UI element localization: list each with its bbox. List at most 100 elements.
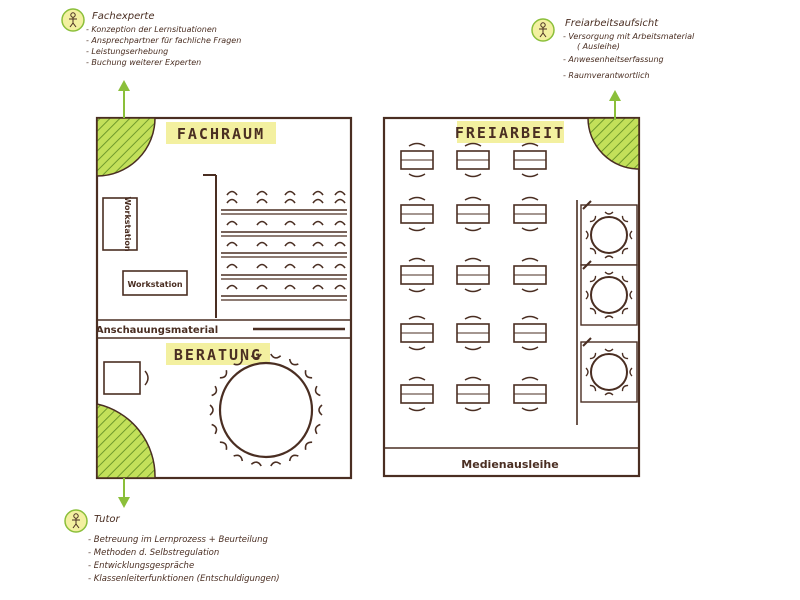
chair: [464, 407, 482, 412]
svg-text:- Leistungserhebung: - Leistungserhebung: [86, 47, 168, 56]
fachraum-title-bg: [166, 122, 276, 144]
chair: [256, 263, 268, 269]
svg-text:- Klassenleiterfunktionen (Ent: - Klassenleiterfunktionen (Entschuldigun…: [88, 574, 280, 584]
chair: [585, 290, 589, 300]
chair: [211, 385, 218, 397]
chair: [464, 376, 482, 381]
side-round-tables: [580, 200, 638, 403]
role-title: Tutor: [94, 514, 120, 525]
hatched-corner: [96, 117, 156, 177]
freiarbeit-title-bg: [457, 121, 564, 143]
role-tutor: Tutor - Betreuung im Lernprozess + Beurt…: [64, 509, 280, 584]
person-icon: [64, 509, 88, 533]
chair: [585, 367, 589, 377]
desk: [513, 376, 547, 412]
chair: [226, 284, 238, 290]
role-title: Freiarbeitsaufsicht: [565, 18, 659, 29]
chair: [629, 367, 633, 377]
chair: [621, 352, 629, 360]
chair: [464, 288, 482, 293]
chair: [585, 230, 589, 240]
chair: [250, 461, 262, 467]
chair: [226, 190, 238, 196]
chair: [408, 257, 426, 262]
svg-text:- Konzeption der Lernsituation: - Konzeption der Lernsituationen: [86, 25, 217, 34]
chair: [226, 241, 238, 247]
desk: [456, 257, 490, 293]
chair: [233, 358, 244, 366]
chair: [250, 353, 262, 359]
chair: [604, 392, 614, 396]
beratung-title: BERATUNG: [174, 346, 262, 364]
chair: [621, 275, 629, 283]
svg-text:( Ausleihe): ( Ausleihe): [577, 42, 620, 51]
chair: [408, 288, 426, 293]
chair: [589, 352, 597, 360]
chair: [464, 142, 482, 147]
chair: [312, 284, 324, 290]
chair: [589, 215, 597, 223]
chair: [226, 220, 238, 226]
chair: [288, 454, 299, 462]
workstation-horizontal: Workstation: [122, 270, 188, 296]
chair: [589, 247, 597, 255]
chair: [408, 315, 426, 320]
chair: [521, 227, 539, 232]
chair: [226, 263, 238, 269]
fachraum-room: FACHRAUM Workstation Workstation Anschau…: [96, 116, 353, 480]
desk-grid: [400, 142, 547, 412]
chair: [284, 263, 296, 269]
chair: [304, 441, 313, 450]
chair: [226, 198, 238, 204]
chair: [464, 196, 482, 201]
svg-text:- Betreuung im Lernprozess + B: - Betreuung im Lernprozess + Beurteilung: [88, 535, 269, 545]
chair: [521, 196, 539, 201]
chair: [284, 198, 296, 204]
desk: [513, 196, 547, 232]
chair: [589, 275, 597, 283]
chair: [629, 290, 633, 300]
chair: [256, 241, 268, 247]
chair: [314, 423, 321, 435]
chair: [312, 220, 324, 226]
chair: [288, 358, 299, 366]
person-icon: [531, 18, 555, 42]
chair: [233, 454, 244, 462]
chair: [408, 376, 426, 381]
beratung-title-bg: [166, 343, 270, 365]
svg-text:- Ansprechpartner für fachlich: - Ansprechpartner für fachliche Fragen: [86, 36, 241, 45]
desk: [456, 142, 490, 178]
round-table-chairs: [209, 353, 323, 467]
desk: [400, 257, 434, 293]
chair: [284, 190, 296, 196]
chair: [284, 241, 296, 247]
beratung-room: BERATUNG: [96, 343, 323, 479]
svg-text:- Raumverantwortlich: - Raumverantwortlich: [563, 71, 650, 80]
role-title: Fachexperte: [92, 11, 154, 22]
round-table: [218, 361, 314, 459]
chair: [256, 198, 268, 204]
svg-text:- Buchung weiterer Experten: - Buchung weiterer Experten: [86, 58, 201, 67]
chair: [408, 407, 426, 412]
arrow-fachexperte: [118, 80, 130, 118]
round-table: [580, 200, 638, 266]
desk: [456, 315, 490, 351]
chair: [334, 190, 346, 196]
chair: [312, 198, 324, 204]
chair: [408, 196, 426, 201]
chair: [144, 370, 149, 386]
chair: [604, 211, 614, 215]
freiarbeit-room: FREIARBEIT Medienausleihe: [382, 116, 641, 478]
chair: [284, 220, 296, 226]
chair: [284, 284, 296, 290]
chair: [604, 255, 614, 259]
chair: [334, 284, 346, 290]
chair: [464, 346, 482, 351]
chair: [318, 404, 323, 416]
chair: [304, 370, 313, 379]
chair: [521, 376, 539, 381]
chair: [256, 220, 268, 226]
chair: [621, 215, 629, 223]
chair: [312, 190, 324, 196]
